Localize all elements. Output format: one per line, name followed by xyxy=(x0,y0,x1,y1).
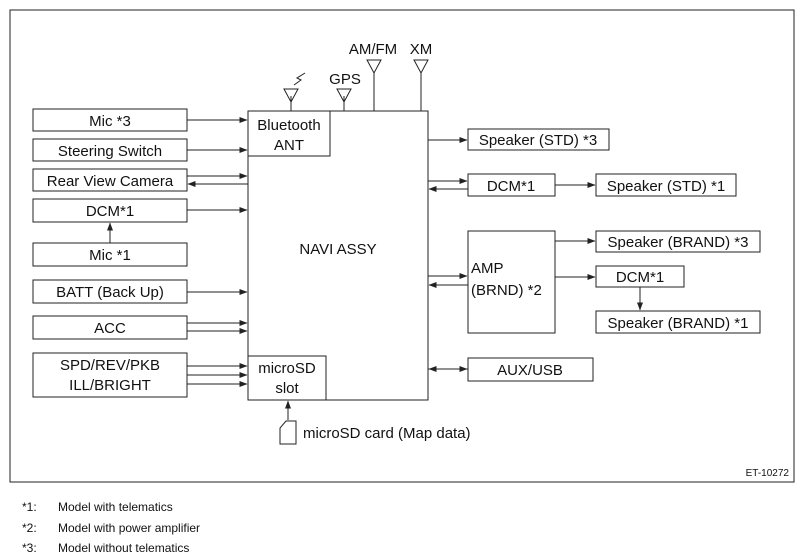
acc-label: ACC xyxy=(94,320,126,337)
ill-bright-label: ILL/BRIGHT xyxy=(69,377,151,394)
speaker-brand3-label: Speaker (BRAND) *3 xyxy=(608,234,749,251)
rear-view-camera-label: Rear View Camera xyxy=(47,173,174,190)
mic3-label: Mic *3 xyxy=(89,113,131,130)
footnote-key: *1: xyxy=(22,500,37,514)
footnote-1: *1: Model with telematics xyxy=(22,497,200,518)
gps-label: GPS xyxy=(329,71,361,88)
wireless-signal-icon xyxy=(293,72,306,86)
dcm1-right-box: DCM*1 xyxy=(467,173,556,197)
navi-assy-box: NAVI ASSY xyxy=(247,110,429,401)
dcm1-amp-label: DCM*1 xyxy=(616,269,664,286)
left-wiring xyxy=(107,117,248,387)
sd-card-icon xyxy=(279,420,297,445)
batt-label: BATT (Back Up) xyxy=(56,284,164,301)
steering-switch-label: Steering Switch xyxy=(58,143,162,160)
acc-box: ACC xyxy=(32,315,188,340)
aux-usb-label: AUX/USB xyxy=(497,362,563,379)
amp-brnd-box: AMP (BRND) *2 xyxy=(467,230,556,334)
footnote-2: *2: Model with power amplifier xyxy=(22,518,200,539)
footnote-key: *2: xyxy=(22,520,37,535)
bluetooth-ant-box: Bluetooth ANT xyxy=(247,110,331,157)
amp-label: AMP xyxy=(471,260,504,277)
gps-antenna-icon xyxy=(336,88,352,111)
amfm-antenna-icon xyxy=(366,59,382,111)
microsd-slot-line2: slot xyxy=(275,380,299,397)
dcm1-left-label: DCM*1 xyxy=(86,203,134,220)
speaker-std3-label: Speaker (STD) *3 xyxy=(479,132,597,149)
diagram-frame xyxy=(9,9,795,483)
mic1-box: Mic *1 xyxy=(32,242,188,267)
footnote-text: Model without telematics xyxy=(58,541,190,555)
navi-assy-label: NAVI ASSY xyxy=(299,241,376,258)
spd-rev-pkb-label: SPD/REV/PKB xyxy=(60,357,160,374)
microsd-card-label: microSD card (Map data) xyxy=(303,425,471,442)
antenna-group: GPS AM/FM XM xyxy=(283,41,433,111)
bluetooth-label: Bluetooth xyxy=(257,117,320,134)
aux-usb-box: AUX/USB xyxy=(467,357,594,382)
right-wiring xyxy=(428,137,643,372)
steering-switch-box: Steering Switch xyxy=(32,138,188,162)
figure-code: ET-10272 xyxy=(746,468,790,479)
speaker-brand1-box: Speaker (BRAND) *1 xyxy=(595,310,761,334)
microsd-slot-line1: microSD xyxy=(258,360,316,377)
spd-ill-box: SPD/REV/PKB ILL/BRIGHT xyxy=(32,352,188,398)
bluetooth-antenna-icon xyxy=(283,88,299,111)
footnote-text: Model with telematics xyxy=(58,500,173,514)
mic3-box: Mic *3 xyxy=(32,108,188,132)
batt-box: BATT (Back Up) xyxy=(32,279,188,304)
amfm-label: AM/FM xyxy=(349,41,397,58)
speaker-brand1-label: Speaker (BRAND) *1 xyxy=(608,315,749,332)
speaker-std1-label: Speaker (STD) *1 xyxy=(607,178,725,195)
speaker-brand3-box: Speaker (BRAND) *3 xyxy=(595,230,761,253)
xm-label: XM xyxy=(410,41,433,58)
amp-brnd-label: (BRND) *2 xyxy=(471,282,542,299)
speaker-std3-box: Speaker (STD) *3 xyxy=(467,128,610,151)
footnote-key: *3: xyxy=(22,541,37,555)
dcm1-amp-box: DCM*1 xyxy=(595,265,685,288)
microsd-card: microSD card (Map data) xyxy=(279,400,471,445)
footnotes: *1: Model with telematics *2: Model with p… xyxy=(22,497,200,559)
ant-label: ANT xyxy=(274,137,304,154)
xm-antenna-icon xyxy=(413,59,429,111)
dcm1-right-label: DCM*1 xyxy=(487,178,535,195)
dcm1-left-box: DCM*1 xyxy=(32,198,188,223)
speaker-std1-box: Speaker (STD) *1 xyxy=(595,173,737,197)
mic1-label: Mic *1 xyxy=(89,247,131,264)
footnote-3: *3: Model without telematics xyxy=(22,538,200,559)
microsd-slot-box: microSD slot xyxy=(247,355,327,401)
rear-view-camera-box: Rear View Camera xyxy=(32,168,188,192)
footnote-text: Model with power amplifier xyxy=(58,520,201,535)
